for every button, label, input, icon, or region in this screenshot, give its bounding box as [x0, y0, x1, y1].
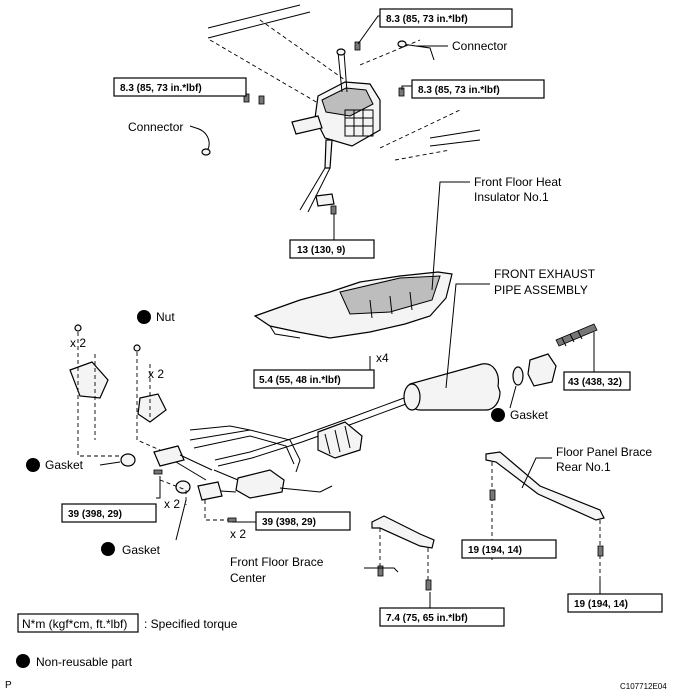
label-heat-insulator-2: Insulator No.1 — [474, 190, 549, 204]
heat-insulator-part — [253, 271, 453, 339]
torque-flange-left-label: 39 (398, 29) — [68, 509, 122, 520]
torque-brace-rear-right: 19 (194, 14) — [567, 593, 663, 613]
label-connector-left: Connector — [128, 120, 183, 134]
label-x2-c: x 2 — [164, 497, 180, 511]
label-brace-center-2: Center — [230, 571, 266, 585]
torque-top: 8.3 (85, 73 in.*lbf) — [379, 8, 513, 28]
torque-brace-rear-left-label: 19 (194, 14) — [468, 545, 522, 556]
label-heat-insulator-1: Front Floor Heat — [474, 175, 562, 189]
nonreusable-icon — [491, 408, 505, 422]
torque-right: 8.3 (85, 73 in.*lbf) — [411, 79, 545, 99]
torque-insulator: 5.4 (55, 48 in.*lbf) — [253, 369, 375, 389]
legend-unit: N*m (kgf*cm, ft.*lbf) — [22, 617, 127, 631]
gaskets — [120, 453, 191, 494]
label-brace-center-1: Front Floor Brace — [230, 555, 324, 569]
nonreusable-icon — [137, 310, 151, 324]
torque-brace-center: 7.4 (75, 65 in.*lbf) — [379, 607, 505, 627]
torque-right-label: 8.3 (85, 73 in.*lbf) — [418, 85, 500, 96]
label-nut: Nut — [156, 310, 175, 324]
rear-flange-part — [512, 323, 598, 387]
nonreusable-icon — [16, 654, 30, 668]
label-x4: x4 — [376, 351, 389, 365]
connector-left-part — [195, 127, 211, 156]
legend-unit-box — [17, 613, 139, 633]
label-exhaust-1: FRONT EXHAUST — [494, 267, 596, 281]
torque-brace-rear-right-label: 19 (194, 14) — [574, 599, 628, 610]
torque-left: 8.3 (85, 73 in.*lbf) — [113, 77, 247, 97]
torque-brace-center-label: 7.4 (75, 65 in.*lbf) — [386, 613, 468, 624]
torque-rear-flange: 43 (438, 32) — [563, 371, 631, 391]
torque-left-label: 8.3 (85, 73 in.*lbf) — [120, 83, 202, 94]
floor-panel-lines — [207, 4, 481, 161]
label-connector-top: Connector — [452, 39, 507, 53]
shift-lever-assembly — [291, 48, 381, 213]
label-exhaust-2: PIPE ASSEMBLY — [494, 283, 588, 297]
torque-shift: 13 (130, 9) — [289, 239, 375, 259]
torque-shift-label: 13 (130, 9) — [297, 245, 345, 256]
label-x2-d: x 2 — [230, 527, 246, 541]
exhaust-pipe-part — [153, 363, 501, 523]
footer-code: C107712E04 — [620, 682, 667, 691]
label-brace-rear-1: Floor Panel Brace — [556, 445, 652, 459]
footer-left: P — [5, 680, 12, 691]
label-gasket-bottom: Gasket — [122, 543, 161, 557]
floor-brace-rear-part — [485, 451, 605, 580]
torque-insulator-label: 5.4 (55, 48 in.*lbf) — [259, 375, 341, 386]
label-x2-a: x 2 — [70, 336, 86, 350]
legend-unit-desc: : Specified torque — [144, 617, 238, 631]
legend-nonreusable: Non-reusable part — [36, 655, 133, 669]
torque-flange-mid: 39 (398, 29) — [255, 511, 351, 531]
legend: N*m (kgf*cm, ft.*lbf) : Specified torque… — [16, 613, 238, 669]
torque-flange-mid-label: 39 (398, 29) — [262, 517, 316, 528]
left-mounts — [69, 324, 228, 521]
torque-flange-left: 39 (398, 29) — [61, 503, 157, 523]
connector-top-part — [397, 40, 435, 61]
floor-brace-center-part — [371, 515, 435, 591]
torque-top-label: 8.3 (85, 73 in.*lbf) — [386, 14, 468, 25]
label-brace-rear-2: Rear No.1 — [556, 460, 611, 474]
torque-rear-flange-label: 43 (438, 32) — [568, 377, 622, 388]
label-x2-b: x 2 — [148, 367, 164, 381]
label-gasket-left: Gasket — [45, 458, 84, 472]
label-gasket-right: Gasket — [510, 408, 549, 422]
nonreusable-icon — [101, 542, 115, 556]
torque-brace-rear-left: 19 (194, 14) — [461, 539, 557, 559]
nonreusable-icon — [26, 458, 40, 472]
